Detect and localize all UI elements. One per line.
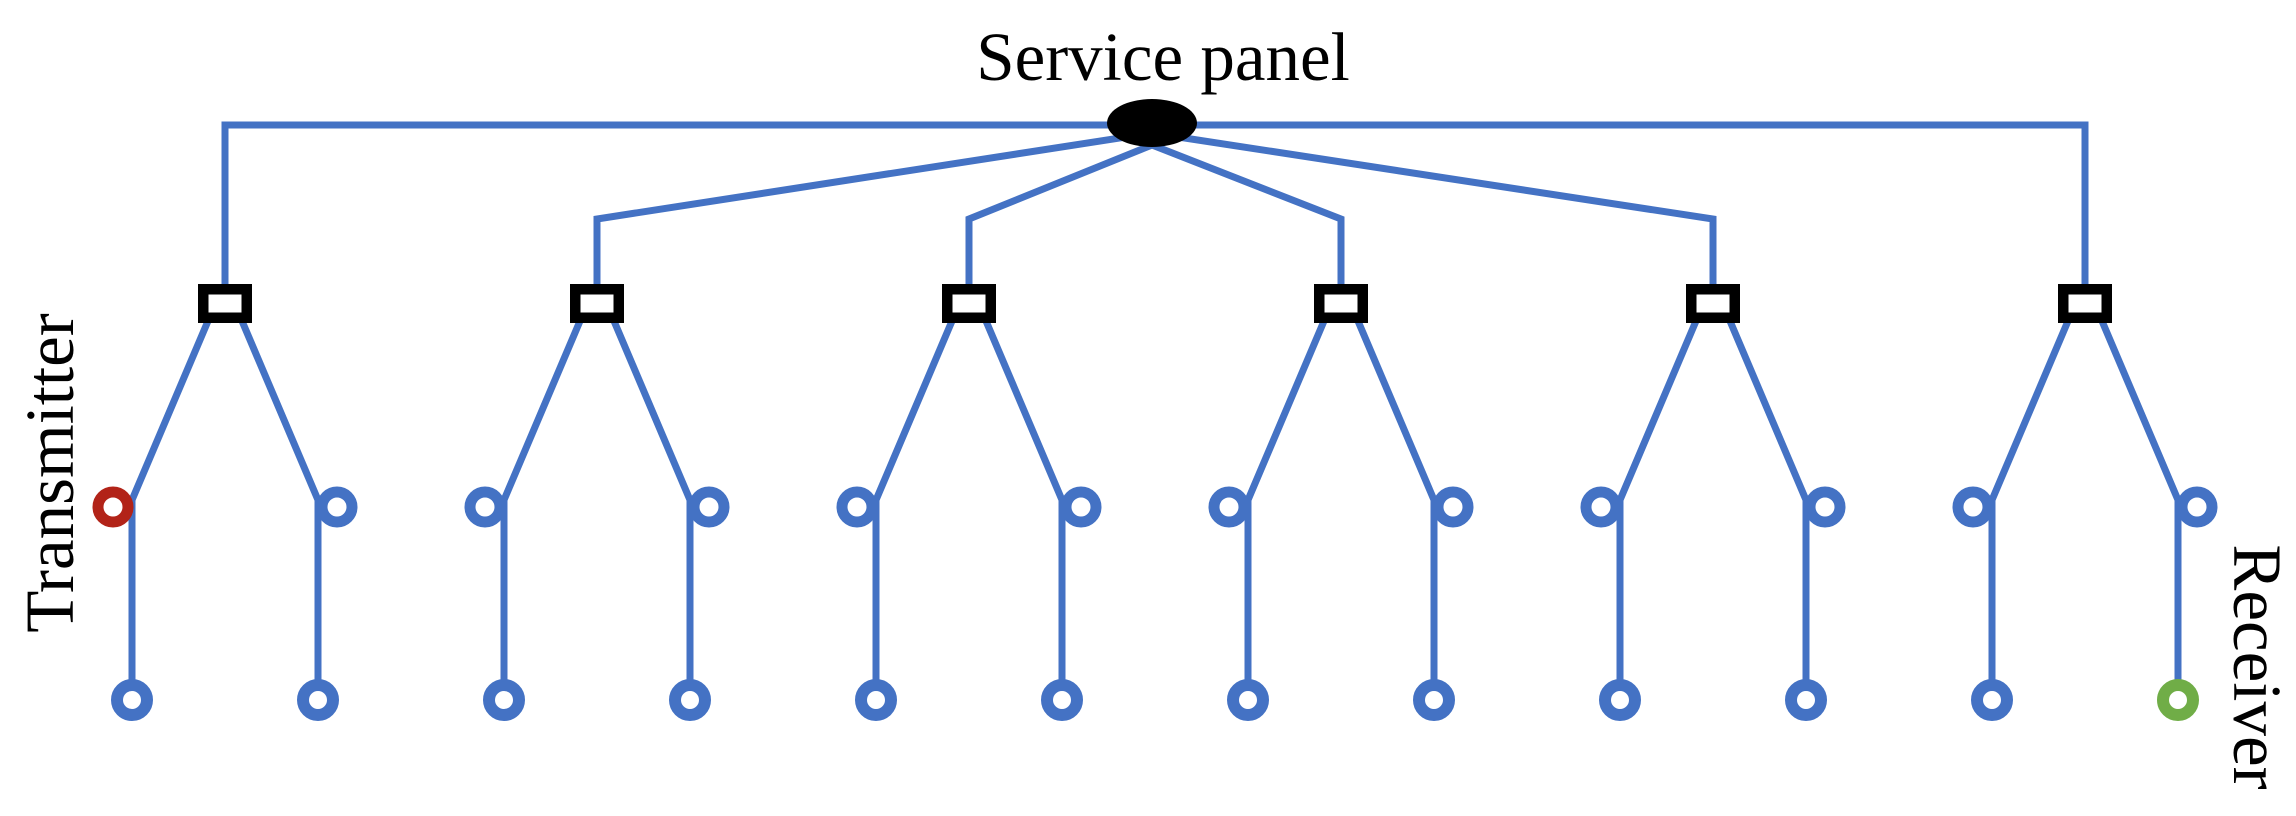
outlet-ring-bottom: [1785, 679, 1827, 721]
outlet-ring-mid: [688, 486, 730, 528]
outlet-ring-mid: [464, 486, 506, 528]
branch-right-slant-wire: [1726, 319, 1810, 502]
outlet-ring-mid: [2176, 486, 2218, 528]
service-panel-label: Service panel: [976, 19, 1350, 95]
outlet-ring-mid: [1580, 486, 1622, 528]
breaker-box: [1686, 284, 1740, 323]
branch-1: [92, 125, 358, 721]
branch-6: [1952, 125, 2218, 721]
breaker-box: [2058, 284, 2112, 323]
branch-left-slant-wire: [872, 319, 956, 502]
branch-5: [1151, 129, 1846, 721]
outlet-ring-mid: [1432, 486, 1474, 528]
outlet-ring-bottom: [111, 679, 153, 721]
branches-layer: [92, 125, 2218, 721]
branch-right-slant-wire: [2098, 319, 2182, 502]
breaker-feed-wire: [1151, 129, 1717, 290]
outlet-ring-bottom: [1227, 679, 1269, 721]
breaker-feed-wire: [1150, 141, 1345, 290]
service-panel-node: [1107, 99, 1197, 147]
branch-2: [464, 129, 1153, 721]
outlet-ring-bottom: [1599, 679, 1641, 721]
outlet-ring-mid: [1952, 486, 1994, 528]
branch-left-slant-wire: [1988, 319, 2072, 502]
branch-left-slant-wire: [128, 319, 212, 502]
outlet-ring-bottom: [1041, 679, 1083, 721]
transmitter-label: Transmitter: [12, 313, 88, 632]
outlet-ring-bottom: [1413, 679, 1455, 721]
branch-left-slant-wire: [1616, 319, 1700, 502]
outlet-ring-bottom: [1971, 679, 2013, 721]
receiver-label: Receiver: [2219, 544, 2295, 789]
outlet-ring-mid: [1060, 486, 1102, 528]
branch-right-slant-wire: [1354, 319, 1438, 502]
branch-right-slant-wire: [610, 319, 694, 502]
breaker-box: [570, 284, 624, 323]
breaker-feed-wire: [593, 129, 1153, 290]
branch-left-slant-wire: [1244, 319, 1328, 502]
outlet-ring-bottom: [669, 679, 711, 721]
branch-left-slant-wire: [500, 319, 584, 502]
breaker-box: [942, 284, 996, 323]
branch-4: [1150, 141, 1474, 721]
branch-right-slant-wire: [238, 319, 322, 502]
outlet-ring-mid: [1208, 486, 1250, 528]
branch-3: [836, 141, 1154, 721]
outlet-ring-bottom: [297, 679, 339, 721]
breaker-box: [1314, 284, 1368, 323]
branch-right-slant-wire: [982, 319, 1066, 502]
outlet-ring-bottom: [855, 679, 897, 721]
outlet-ring-mid: [316, 486, 358, 528]
receiver-node: [2157, 679, 2199, 721]
breaker-feed-wire: [965, 141, 1154, 290]
outlet-ring-mid: [1804, 486, 1846, 528]
outlet-ring-bottom: [483, 679, 525, 721]
transmitter-node: [92, 486, 134, 528]
breaker-box: [198, 284, 252, 323]
outlet-ring-mid: [836, 486, 878, 528]
